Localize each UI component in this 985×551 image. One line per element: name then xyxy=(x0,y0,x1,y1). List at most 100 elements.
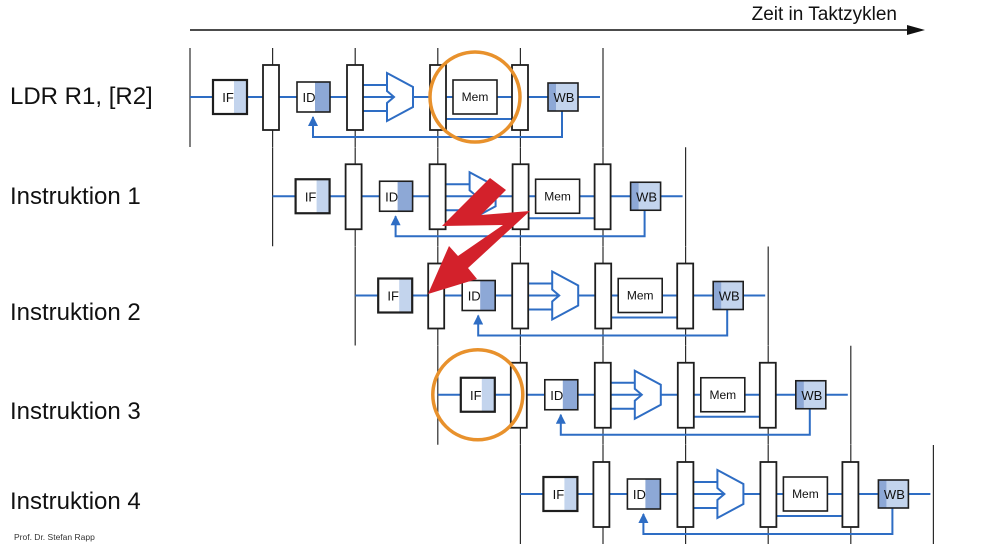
id-stage-box: ID xyxy=(296,81,331,113)
footer-author: Prof. Dr. Stefan Rapp xyxy=(14,532,95,542)
wb-stage-box: WB xyxy=(877,479,910,509)
instruction-label-1: Instruktion 1 xyxy=(10,183,141,210)
id-stage-outline xyxy=(296,81,331,113)
if-stage-shading xyxy=(399,278,413,313)
wb-stage-outline xyxy=(794,379,827,410)
mem-stage-label: Mem xyxy=(544,189,571,203)
if-stage-shading xyxy=(234,80,247,114)
if-stage-label: IF xyxy=(387,289,399,304)
wb-stage-outline xyxy=(712,280,745,311)
mem-stage-box: Mem xyxy=(534,178,581,215)
pipeline-register xyxy=(593,163,612,231)
mem-stage-box: Mem xyxy=(452,79,498,115)
time-axis-arrow xyxy=(190,25,925,35)
writeback-feedback-arrow xyxy=(555,408,811,436)
wb-stage-label: WB xyxy=(554,90,575,105)
wb-stage-outline xyxy=(547,82,579,112)
mem-stage-box: Mem xyxy=(699,376,746,413)
id-stage-label: ID xyxy=(550,388,563,403)
mem-stage-box: Mem xyxy=(782,476,829,512)
wb-stage-shading xyxy=(630,182,639,211)
hazard-lightning-arrow-icon xyxy=(428,178,530,294)
mem-stage-outline xyxy=(617,277,664,314)
id-stage-shading xyxy=(315,82,330,112)
instruction-label-3: Instruktion 3 xyxy=(10,398,141,425)
if-stage-box: IF xyxy=(542,475,579,513)
wb-stage-outline xyxy=(629,181,662,212)
pipeline-register xyxy=(676,262,695,330)
mem-stage-outline xyxy=(699,376,746,413)
id-stage-box: ID xyxy=(543,378,579,411)
mem-stage-outline xyxy=(534,178,581,215)
if-stage-label: IF xyxy=(553,487,565,502)
mem-stage-label: Mem xyxy=(627,289,654,303)
time-axis-label: Zeit in Taktzyklen xyxy=(751,4,897,25)
pipeline-register xyxy=(509,361,528,429)
if-stage-label: IF xyxy=(222,90,234,105)
pipeline-register xyxy=(344,163,363,231)
writeback-feedback-arrow xyxy=(473,309,729,337)
if-stage-label: IF xyxy=(470,388,482,403)
pipeline-register xyxy=(592,461,611,528)
wb-stage-box: WB xyxy=(712,280,745,311)
time-axis-arrowhead-icon xyxy=(907,25,925,35)
wb-stage-label: WB xyxy=(636,189,657,204)
id-stage-box: ID xyxy=(461,279,497,312)
pipeline-register xyxy=(346,64,364,131)
if-stage-shading xyxy=(564,477,578,511)
wb-stage-shading xyxy=(713,281,722,310)
if-stage-outline xyxy=(459,376,496,413)
alu-icon xyxy=(633,369,662,421)
id-stage-label: ID xyxy=(385,189,398,204)
instruction-label-2: Instruktion 2 xyxy=(10,299,141,326)
annotation-layer xyxy=(428,50,530,442)
wb-stage-box: WB xyxy=(629,181,662,212)
instruction-label-ldr: LDR R1, [R2] xyxy=(10,83,153,110)
pipeline-register xyxy=(759,461,778,528)
wb-stage-shading xyxy=(878,480,887,508)
if-stage-shading xyxy=(481,377,495,412)
wb-stage-outline xyxy=(877,479,910,509)
wb-stage-box: WB xyxy=(794,379,827,410)
if-stage-shading xyxy=(316,179,330,214)
pipeline-register xyxy=(511,262,530,330)
writeback-feedback-arrow xyxy=(308,111,563,138)
id-stage-outline xyxy=(378,180,414,213)
if-stage-outline xyxy=(377,277,414,314)
alu-icon xyxy=(386,71,414,123)
if-stage-outline xyxy=(542,475,579,513)
mem-stage-outline xyxy=(452,79,498,115)
id-stage-shading xyxy=(562,379,578,410)
id-stage-label: ID xyxy=(303,90,316,105)
id-stage-label: ID xyxy=(633,487,646,502)
pipeline-register xyxy=(676,461,695,528)
id-stage-box: ID xyxy=(626,478,662,510)
wb-stage-label: WB xyxy=(884,487,905,502)
pipeline-register xyxy=(262,64,280,131)
id-stage-label: ID xyxy=(468,289,481,304)
wb-stage-shading xyxy=(548,83,556,111)
if-stage-outline xyxy=(211,78,249,116)
highlight-circle xyxy=(431,348,525,442)
pipeline-register xyxy=(758,361,777,429)
pipeline-register xyxy=(428,163,447,231)
wb-stage-label: WB xyxy=(719,289,740,304)
if-stage-box: IF xyxy=(211,78,249,116)
pipeline-register xyxy=(593,361,612,429)
if-stage-box: IF xyxy=(377,277,414,314)
wb-stage-box: WB xyxy=(547,82,579,112)
if-stage-outline xyxy=(294,178,331,215)
pipeline-register xyxy=(841,461,860,528)
if-stage-label: IF xyxy=(305,189,317,204)
id-stage-shading xyxy=(397,181,413,212)
writeback-feedback-arrow xyxy=(390,210,646,238)
if-stage-box: IF xyxy=(459,376,496,413)
id-stage-outline xyxy=(461,279,497,312)
if-stage-box: IF xyxy=(294,178,331,215)
id-stage-shading xyxy=(645,479,661,509)
id-stage-outline xyxy=(543,378,579,411)
writeback-feedback-arrow xyxy=(638,508,894,535)
